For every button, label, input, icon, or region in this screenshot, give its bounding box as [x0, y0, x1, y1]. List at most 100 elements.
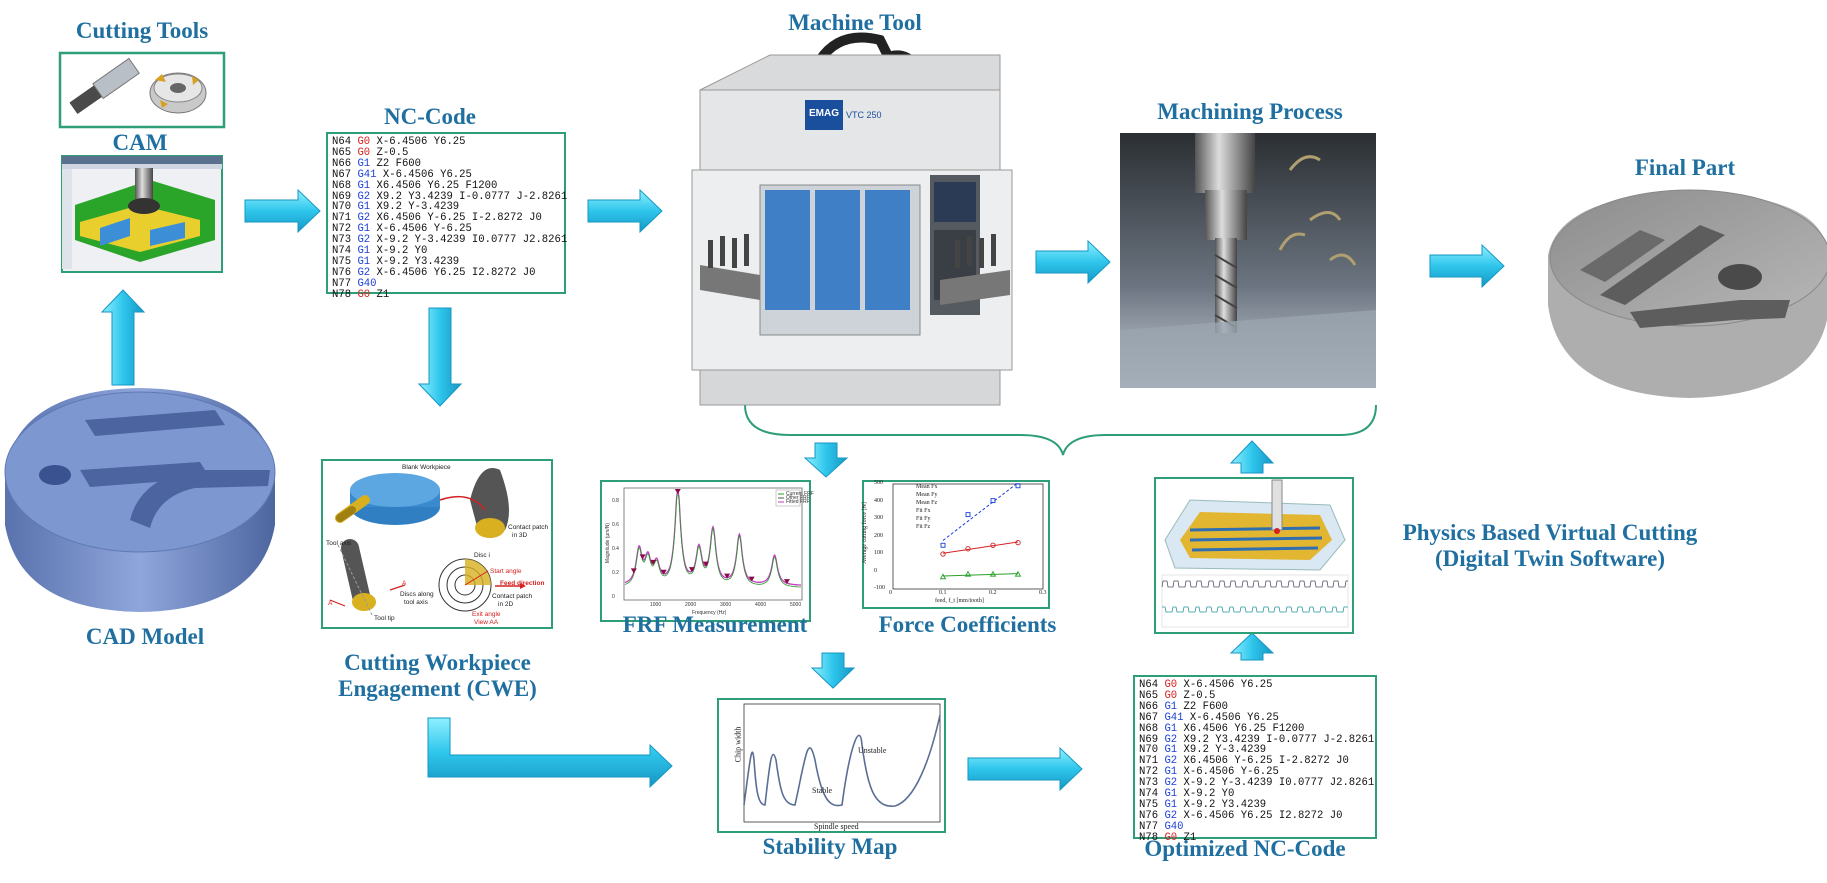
nc-line: N67 G41 X-6.4506 Y6.25 — [332, 168, 560, 181]
nc-token: Z1 — [1177, 831, 1197, 844]
label-cwe-line2: Engagement (CWE) — [338, 676, 537, 702]
stability-map-chart — [717, 698, 946, 833]
nc-token: N76 — [1139, 809, 1165, 822]
nc-token: N65 — [332, 146, 358, 159]
nc-token: G2 — [1164, 733, 1178, 746]
nc-line: N78 G0 Z1 — [332, 288, 560, 301]
frf-xlabel: Frequency (Hz) — [692, 610, 727, 616]
nc-line: N73 G2 X-9.2 Y-3.4239 I0.0777 J2.8261 — [1139, 777, 1374, 790]
nc-token: N76 — [332, 266, 358, 279]
stability-stable: Stable — [812, 786, 832, 795]
nc-token: N70 — [1139, 744, 1165, 757]
nc-token: X9.2 Y-3.4239 — [370, 201, 460, 214]
nc-line: N69 G2 X9.2 Y3.4239 I-0.0777 J-2.8261 — [1139, 733, 1375, 746]
force-legend-entry: Fit Fy — [916, 516, 931, 522]
nc-line: N70 G1 X9.2 Y-3.4239 — [1139, 745, 1371, 756]
frf-legend-1: Current FRF — [786, 491, 814, 497]
nc-token: N77 — [1139, 820, 1165, 833]
cwe-contact-2d-l1: Contact patch — [492, 593, 533, 600]
nc-line: N77 G40 — [1139, 820, 1371, 833]
force-xtick: 0.3 — [1039, 590, 1047, 596]
stability-xlabel: Spindle speed — [814, 822, 859, 831]
nc-line: N76 G2 X-6.4506 Y6.25 I2.8272 J0 — [1139, 809, 1371, 822]
stability-ylabel: Chip width — [733, 726, 743, 763]
nc-token: G40 — [357, 277, 377, 290]
nc-token: N75 — [1139, 798, 1165, 811]
nc-token: X-6.4506 Y6.25 — [1183, 711, 1279, 724]
force-data-point — [965, 546, 971, 552]
nc-token: G2 — [1164, 809, 1178, 822]
arrow-optimized-to-virtual — [1229, 632, 1275, 661]
nc-token: X6.4506 Y6.25 F1200 — [370, 179, 498, 192]
force-data-point — [989, 570, 997, 577]
nc-line: N74 G1 X-9.2 Y0 — [1139, 789, 1371, 800]
frf-ytick: 0.8 — [612, 498, 619, 504]
nc-line: N65 G0 Z-0.5 — [1139, 689, 1371, 702]
nc-line: N73 G2 X-9.2 Y-3.4239 I0.0777 J2.8261 — [332, 234, 567, 247]
nc-token: G1 — [357, 245, 371, 258]
nc-token: N66 — [332, 157, 358, 170]
force-data-point — [990, 542, 996, 548]
force-fit-line — [942, 573, 1019, 577]
nc-token: X-6.4506 Y6.25 — [1177, 679, 1273, 691]
nc-line: N71 G2 X6.4506 Y-6.25 I-2.8272 J0 — [1139, 756, 1371, 767]
nc-token: N73 — [332, 234, 358, 247]
nc-token: X-9.2 Y0 — [370, 245, 428, 258]
machining-process-image — [1120, 133, 1376, 388]
cutting-tools-image — [58, 51, 226, 129]
nc-line: N72 G1 X-6.4506 Y-6.25 — [332, 224, 560, 235]
frf-xtick: 5000 — [790, 602, 802, 608]
nc-token: G0 — [357, 288, 371, 301]
nc-line: N70 G1 X9.2 Y-3.4239 — [332, 202, 560, 213]
nc-token: G2 — [1164, 755, 1178, 768]
nc-token: N65 — [1139, 689, 1165, 702]
nc-token: X-6.4506 Y6.25 — [376, 168, 472, 181]
nc-token: X9.2 Y3.4239 I-0.0777 J-2.8261 — [1177, 733, 1375, 746]
cwe-tool-tip: Tool tip — [374, 615, 395, 622]
force-coefficients-chart — [862, 480, 1050, 609]
nc-token: N64 — [1139, 679, 1165, 691]
cwe-feed-direction: Feed direction — [500, 580, 545, 587]
nc-token: G2 — [1164, 777, 1178, 790]
nc-token: X-9.2 Y0 — [1177, 788, 1235, 801]
frf-marker — [650, 559, 657, 565]
nc-line: N72 G1 X-6.4506 Y-6.25 — [1139, 767, 1371, 778]
cwe-tool-axis: Tool axis — [326, 540, 352, 547]
nc-token: N72 — [1139, 766, 1165, 779]
frf-marker — [783, 579, 790, 585]
force-fit-line — [942, 482, 1019, 541]
final-part-image — [1548, 189, 1827, 398]
nc-token: G0 — [357, 136, 371, 148]
nc-token: N68 — [1139, 722, 1165, 735]
nc-token: X-6.4506 Y-6.25 — [1177, 766, 1279, 779]
nc-token: Z1 — [370, 288, 390, 301]
nc-line: N75 G1 X-9.2 Y3.4239 — [332, 257, 560, 268]
arrow-to-frf — [803, 442, 849, 478]
nc-token: N77 — [332, 277, 358, 290]
cwe-contact-3d-l1: Contact patch — [508, 524, 549, 531]
nc-token: N66 — [1139, 700, 1165, 713]
nc-token: N71 — [1139, 755, 1165, 768]
stability-unstable: Unstable — [858, 746, 887, 755]
label-force-coefficients: Force Coefficients — [878, 612, 1057, 637]
machine-tool-image — [691, 32, 1013, 406]
force-xlabel: feed, f_t [mm/tooth] — [935, 598, 984, 604]
nc-token: X6.4506 Y6.25 F1200 — [1177, 722, 1305, 735]
cwe-a-left: A — [328, 600, 333, 607]
label-cutting-tools: Cutting Tools — [75, 18, 209, 43]
nc-token: G2 — [357, 234, 371, 247]
arrow-cad-to-cam — [100, 289, 146, 386]
frf-xtick: 3000 — [720, 602, 732, 608]
nc-line: N77 G40 — [332, 277, 560, 290]
nc-token: G0 — [1164, 679, 1178, 691]
force-data-point — [1014, 570, 1022, 577]
label-machine-tool: Machine Tool — [788, 10, 922, 35]
nc-line: N74 G1 X-9.2 Y0 — [332, 246, 560, 257]
force-legend-entry: Mean Fz — [916, 500, 938, 506]
nc-token: G0 — [357, 146, 371, 159]
cwe-blank-workpiece: Blank Workpiece — [402, 464, 451, 471]
label-optimized-nc: Optimized NC-Code — [1144, 836, 1346, 861]
nc-token: N67 — [332, 168, 358, 181]
cwe-figure — [321, 459, 553, 629]
